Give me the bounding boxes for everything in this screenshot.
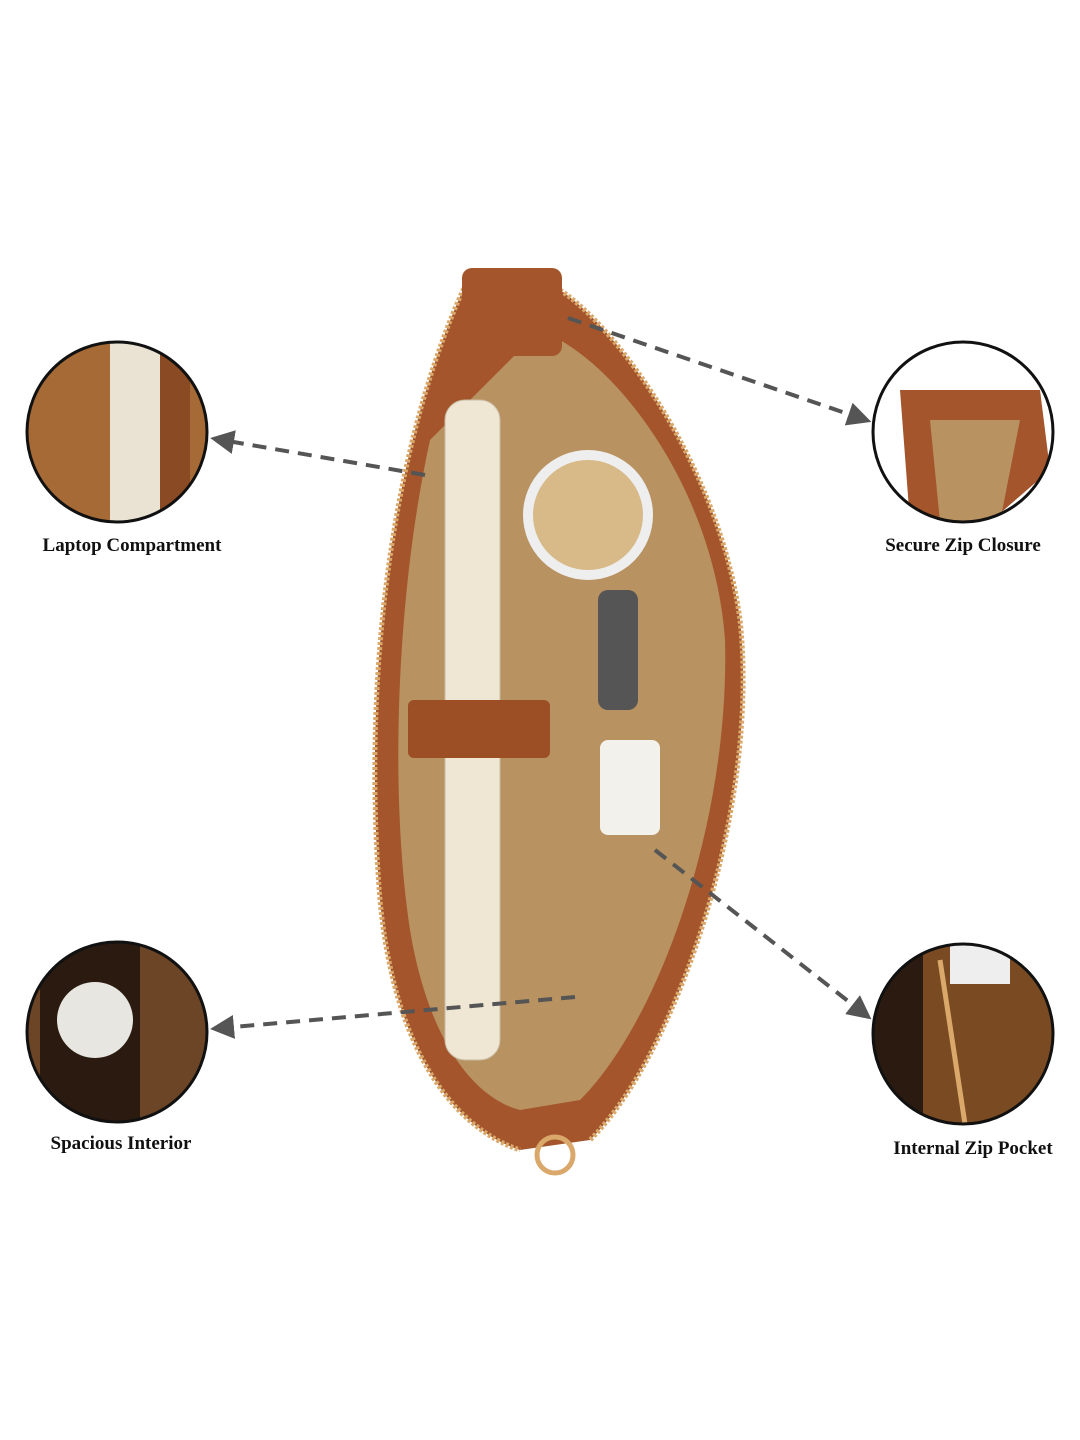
callout-arrows bbox=[210, 316, 872, 1039]
bag-image bbox=[372, 268, 746, 1176]
feature-label-secure-zip-closure: Secure Zip Closure bbox=[885, 535, 1041, 556]
detail-laptop-compartment bbox=[27, 342, 207, 522]
feature-label-internal-zip-pocket: Internal Zip Pocket bbox=[893, 1138, 1053, 1159]
detail-internal-zip-pocket bbox=[873, 944, 1053, 1124]
feature-label-laptop-compartment: Laptop Compartment bbox=[42, 535, 222, 556]
feature-label-spacious-interior: Spacious Interior bbox=[50, 1133, 192, 1154]
detail-spacious-interior bbox=[27, 942, 207, 1122]
detail-secure-zip bbox=[873, 342, 1053, 522]
